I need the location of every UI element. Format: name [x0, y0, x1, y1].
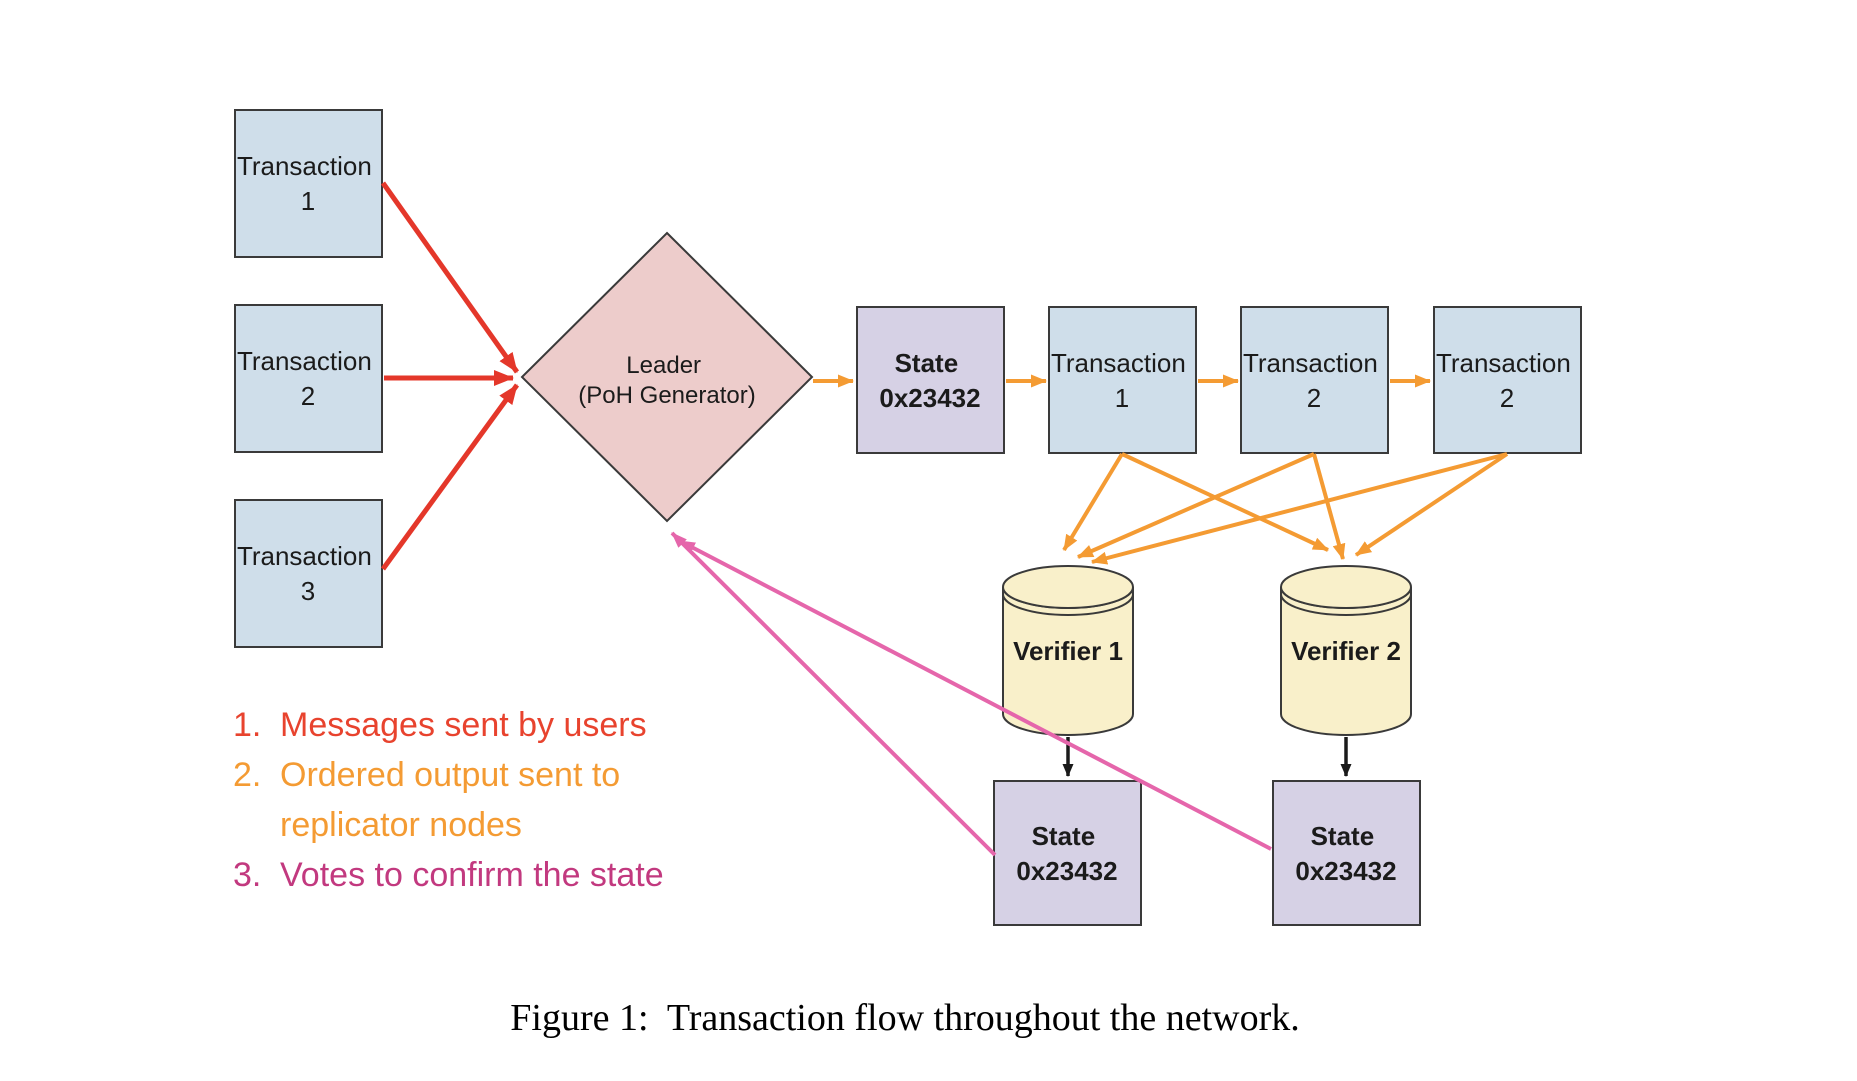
arrow-rowtx3-to-verifier2 [1354, 452, 1509, 557]
state1-box [993, 780, 1142, 926]
leader-diamond [520, 231, 814, 523]
verifier1-cylinder-rim [1002, 593, 1134, 616]
arrow-rowtx1-to-verifier2 [1121, 452, 1329, 552]
verifier1-cylinder [1002, 565, 1134, 736]
arrow-rowtx2-to-verifier2 [1312, 453, 1346, 560]
row-tx2-box [1240, 306, 1389, 454]
tx1-box [234, 109, 383, 258]
state-top-label: State 0x23432 [879, 348, 980, 413]
figure-caption: Figure 1: Transaction flow throughout th… [510, 997, 1300, 1039]
verifier1-label: Verifier 1 [1013, 636, 1123, 666]
legend-item-messages: 1. Messages sent by users [233, 700, 713, 750]
row-tx3-box [1433, 306, 1582, 454]
arrow-rowtx1-to-verifier1 [1062, 452, 1124, 552]
legend: 1. Messages sent by users 2. Ordered out… [233, 700, 713, 900]
state2-label: State 0x23432 [1295, 821, 1396, 886]
legend-number-1: 1. [233, 706, 262, 744]
row-tx3-label: Transaction 2 [1436, 348, 1578, 413]
legend-item-ordered-output: 2. Ordered output sent to replicator nod… [233, 750, 713, 850]
arrow-rowtx3-to-verifier1 [1091, 452, 1508, 565]
legend-text-3: Votes to confirm the state [280, 856, 664, 894]
row-tx1-box [1048, 306, 1197, 454]
verifier2-cylinder [1280, 565, 1412, 736]
row-tx2-label: Transaction 2 [1243, 348, 1385, 413]
row-tx1-label: Transaction 1 [1051, 348, 1193, 413]
arrow-rowtx2-to-verifier1 [1077, 452, 1315, 559]
verifier2-cylinder-rim [1280, 593, 1412, 616]
arrow-tx1-to-leader [380, 181, 520, 374]
verifier1-cylinder-lid [1002, 565, 1134, 609]
tx1-label: Transaction 1 [237, 151, 379, 216]
legend-text-1: Messages sent by users [280, 706, 647, 744]
state1-label: State 0x23432 [1016, 821, 1117, 886]
tx2-label: Transaction 2 [237, 346, 379, 411]
legend-number-2: 2. [233, 756, 262, 794]
arrow-state2-to-leader [679, 539, 1272, 851]
state-top-box [856, 306, 1005, 454]
tx2-box [234, 304, 383, 453]
tx3-label: Transaction 3 [237, 541, 379, 606]
legend-number-3: 3. [233, 856, 262, 894]
tx3-box [234, 499, 383, 648]
legend-item-votes: 3. Votes to confirm the state [233, 850, 713, 900]
leader-label: Leader (PoH Generator) [578, 352, 755, 409]
verifier2-cylinder-lid [1280, 565, 1412, 609]
arrow-state1-to-leader [670, 531, 997, 857]
legend-text-2: Ordered output sent to replicator nodes [280, 756, 621, 844]
arrow-tx3-to-leader [380, 383, 520, 571]
verifier2-label: Verifier 2 [1291, 636, 1401, 666]
state2-box [1272, 780, 1421, 926]
